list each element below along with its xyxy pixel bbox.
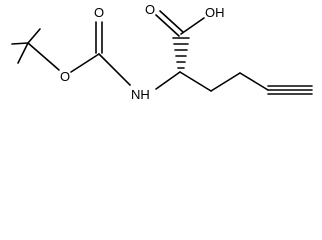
stereo-hash-bond bbox=[172, 37, 190, 69]
bond-tbu-to-ester-o bbox=[27, 42, 60, 71]
bond-acid-c-o-double-1 bbox=[155, 14, 180, 37]
tert-butyl-group bbox=[11, 28, 60, 71]
bond-tbu-methyl-top bbox=[27, 28, 41, 44]
carbamate-carbonyl-oxygen-label: O bbox=[94, 5, 104, 20]
bond-ch2-to-alkyne bbox=[239, 72, 269, 91]
bond-ester-o-to-carbonyl bbox=[70, 53, 100, 73]
bond-acid-c-oh bbox=[180, 17, 205, 35]
amino-acid-backbone bbox=[155, 10, 205, 90]
bond-acid-c-o-double-2 bbox=[159, 10, 184, 33]
bond-tbu-methyl-lower bbox=[17, 42, 29, 64]
hexynyl-side-chain bbox=[179, 71, 313, 95]
nh-label: NH bbox=[131, 87, 150, 102]
acid-carbonyl-oxygen-label: O bbox=[145, 2, 155, 17]
carbamate-group bbox=[70, 21, 131, 86]
bond-tbu-methyl-upper-left bbox=[11, 42, 29, 45]
ester-oxygen-label: O bbox=[60, 69, 70, 84]
bond-carbonyl-to-nh bbox=[98, 53, 131, 86]
carboxyl-oh-label: OH bbox=[205, 5, 225, 20]
bond-nh-to-alpha-carbon bbox=[155, 71, 181, 90]
chemical-structure: O O NH O OH bbox=[11, 2, 313, 102]
bond-ch2-to-ch2 bbox=[210, 72, 241, 92]
bond-alpha-to-ch2 bbox=[179, 71, 212, 92]
